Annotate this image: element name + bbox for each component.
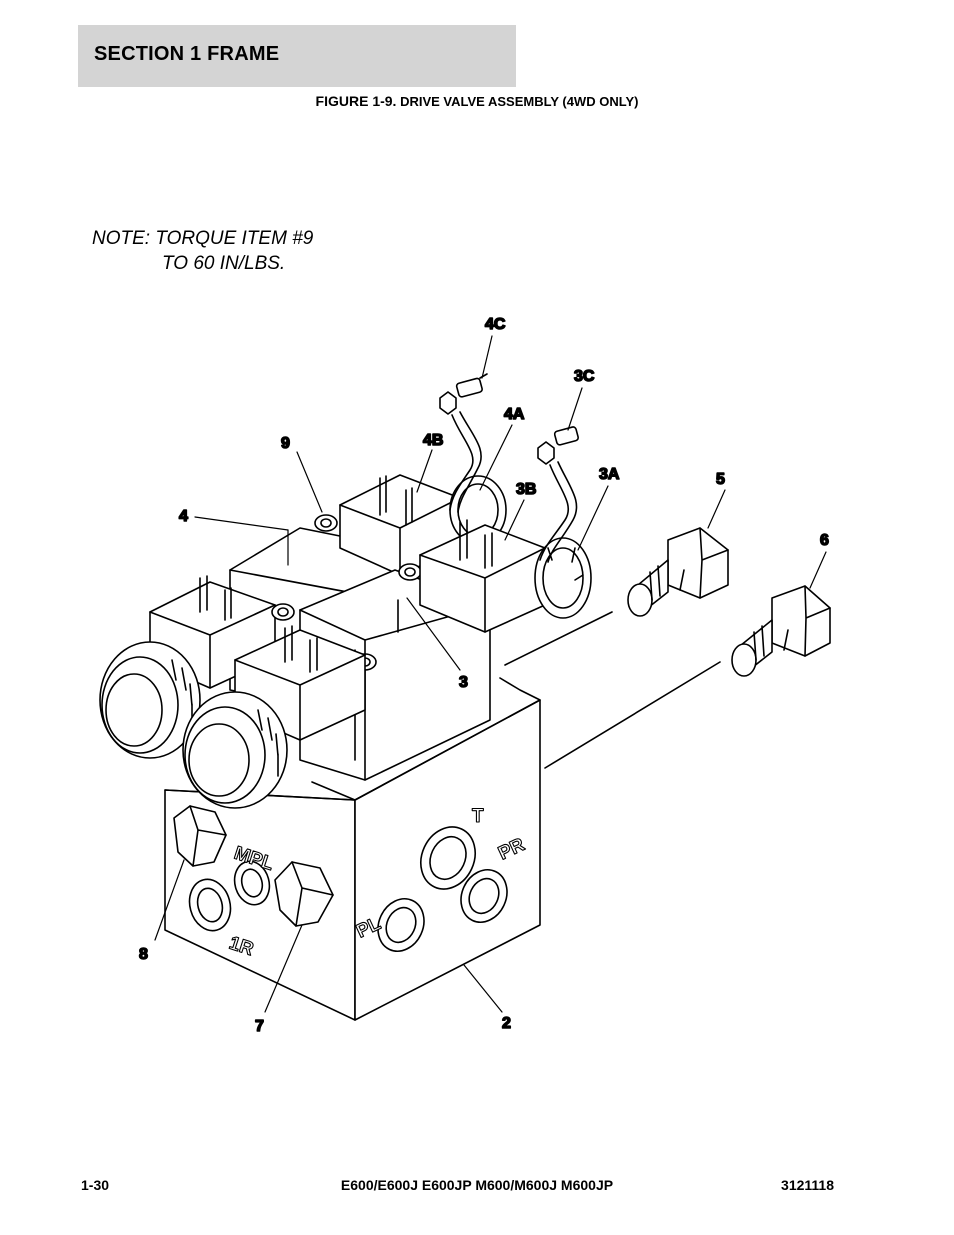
page-number: 1-30: [81, 1177, 110, 1193]
coil-nut-rear-left: [99, 641, 201, 759]
callout-4: 4: [179, 508, 188, 525]
note-line-2: TO 60 IN/LBS.: [162, 253, 286, 274]
leader-lines: [154, 335, 827, 1013]
plug-item-7: [274, 861, 334, 927]
figure-number: FIGURE 1-9.: [315, 93, 397, 109]
callout-4C: 4C: [485, 316, 506, 333]
coil-nut-front-left: [182, 691, 288, 809]
note-line-1: NOTE: TORQUE ITEM #9: [92, 228, 314, 249]
callout-3: 3: [459, 674, 468, 691]
callout-9: 9: [281, 435, 290, 452]
figure-title: FIGURE 1-9. DRIVE VALVE ASSEMBLY (4WD ON…: [0, 93, 954, 109]
callout-6: 6: [820, 532, 829, 549]
callout-3B: 3B: [516, 481, 536, 498]
callout-4A: 4A: [504, 406, 525, 423]
callout-3C: 3C: [574, 368, 595, 385]
connector-4C: [439, 373, 488, 513]
figure-caption: DRIVE VALVE ASSEMBLY (4WD ONLY): [400, 94, 639, 109]
callout-7: 7: [255, 1018, 264, 1035]
connector-3C: [537, 426, 579, 563]
callout-4B: 4B: [423, 432, 443, 449]
cartridge-item-5: [627, 527, 729, 617]
section-title: SECTION 1 FRAME: [94, 43, 280, 65]
plug-item-8: [173, 805, 227, 867]
coil-nut-3A: [534, 537, 592, 619]
callout-3A: 3A: [599, 466, 620, 483]
callout-8: 8: [139, 946, 148, 963]
cartridge-item-6: [731, 585, 831, 677]
callout-2: 2: [502, 1015, 511, 1032]
section-header-band: SECTION 1 FRAME: [78, 25, 516, 87]
torque-note: NOTE: TORQUE ITEM #9 TO 60 IN/LBS.: [92, 226, 313, 276]
callout-5: 5: [716, 471, 725, 488]
document-number: 3121118: [781, 1177, 834, 1193]
port-label-t: T: [472, 806, 484, 827]
model-list: E600/E600J E600JP M600/M600J M600JP: [340, 1177, 614, 1193]
